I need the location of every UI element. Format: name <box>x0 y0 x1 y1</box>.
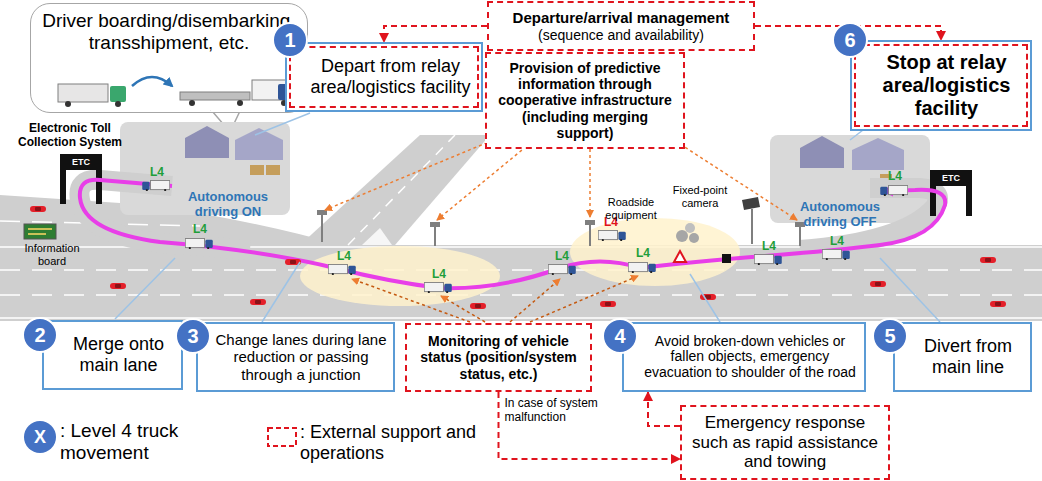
step-box-text: Change lanes during lane reduction or pa… <box>215 331 387 383</box>
level-tag: L4 <box>337 250 351 263</box>
support-box: Departure/arrival management(sequence an… <box>487 1 755 51</box>
gate-label: ETC <box>64 156 98 168</box>
level-tag: L4 <box>432 268 446 281</box>
callout-number-text: 5 <box>874 326 906 346</box>
place-label: Electronic Toll Collection System <box>12 122 128 150</box>
step-box-text: Merge onto main lane <box>62 334 175 375</box>
device-label: Information board <box>20 242 84 267</box>
callout-number-text: 3 <box>177 326 209 346</box>
callout-number-text: 2 <box>24 325 56 345</box>
support-box: Monitoring of vehicle status (position/s… <box>405 323 592 392</box>
speech-bubble-text: Driver boarding/disembarking, transshipm… <box>41 10 297 54</box>
step-box: Stop at relay area/logistics facility <box>850 40 1032 131</box>
callout-number-text: 4 <box>604 326 636 346</box>
callout-number: 6 <box>832 22 868 58</box>
legend-text: : External support and operations <box>300 422 485 463</box>
dashed-connector <box>499 392 681 459</box>
step-box-text: Stop at relay area/logistics facility <box>872 51 1021 120</box>
callout-number: 1 <box>272 22 308 58</box>
step-box: Divert from main line <box>893 322 1032 392</box>
speech-bubble: Driver boarding/disembarking, transshipm… <box>30 3 308 113</box>
level-tag: L4 <box>150 166 164 179</box>
support-box-text: Emergency response such as rapid assista… <box>688 413 882 472</box>
support-box-text: (sequence and availability) <box>495 27 747 43</box>
step-box-text: Avoid broken-down vehicles or fallen obj… <box>642 334 858 380</box>
level-tag: L4 <box>193 223 207 236</box>
level-tag: L4 <box>888 170 902 183</box>
support-box: Provision of predictive information thro… <box>485 52 685 149</box>
legend-text: : Level 4 truck movement <box>60 420 255 464</box>
support-box-text: Monitoring of vehicle status (position/s… <box>413 333 584 381</box>
gate-label: ETC <box>934 172 968 184</box>
level-tag: L4 <box>762 240 776 253</box>
callout-number: X <box>24 421 56 453</box>
status-label: Autonomous driving ON <box>180 190 276 220</box>
step-box-text: Divert from main line <box>912 336 1024 377</box>
callout-number: 2 <box>22 317 58 353</box>
callout-number: 3 <box>175 318 211 354</box>
step-box: Merge onto main lane <box>42 320 183 390</box>
step-box: Depart from relay area/logistics facilit… <box>285 42 483 112</box>
step-box: Change lanes during lane reduction or pa… <box>196 322 395 392</box>
level-tag: L4 <box>636 247 650 260</box>
callout-number: 4 <box>602 318 638 354</box>
step-box: Avoid broken-down vehicles or fallen obj… <box>622 322 866 392</box>
dashed-connector <box>384 26 487 42</box>
edge-label: In case of system malfunction <box>505 397 625 425</box>
callout-number-text: 6 <box>834 30 866 50</box>
level-tag: L4 <box>555 250 569 263</box>
device-label: Roadside equipment <box>597 196 665 221</box>
callout-number: 5 <box>872 318 908 354</box>
step-box-text: Depart from relay area/logistics facilit… <box>309 56 472 97</box>
status-label: Autonomous driving OFF <box>790 200 890 230</box>
support-box-text: Departure/arrival management <box>495 9 747 26</box>
device-label: Fixed-point camera <box>664 184 736 209</box>
support-box: Emergency response such as rapid assista… <box>680 405 890 480</box>
dashed-connector <box>648 392 680 426</box>
callout-number-text: 1 <box>274 30 306 50</box>
level-tag: L4 <box>830 235 844 248</box>
support-box-text: Provision of predictive information thro… <box>493 60 677 140</box>
